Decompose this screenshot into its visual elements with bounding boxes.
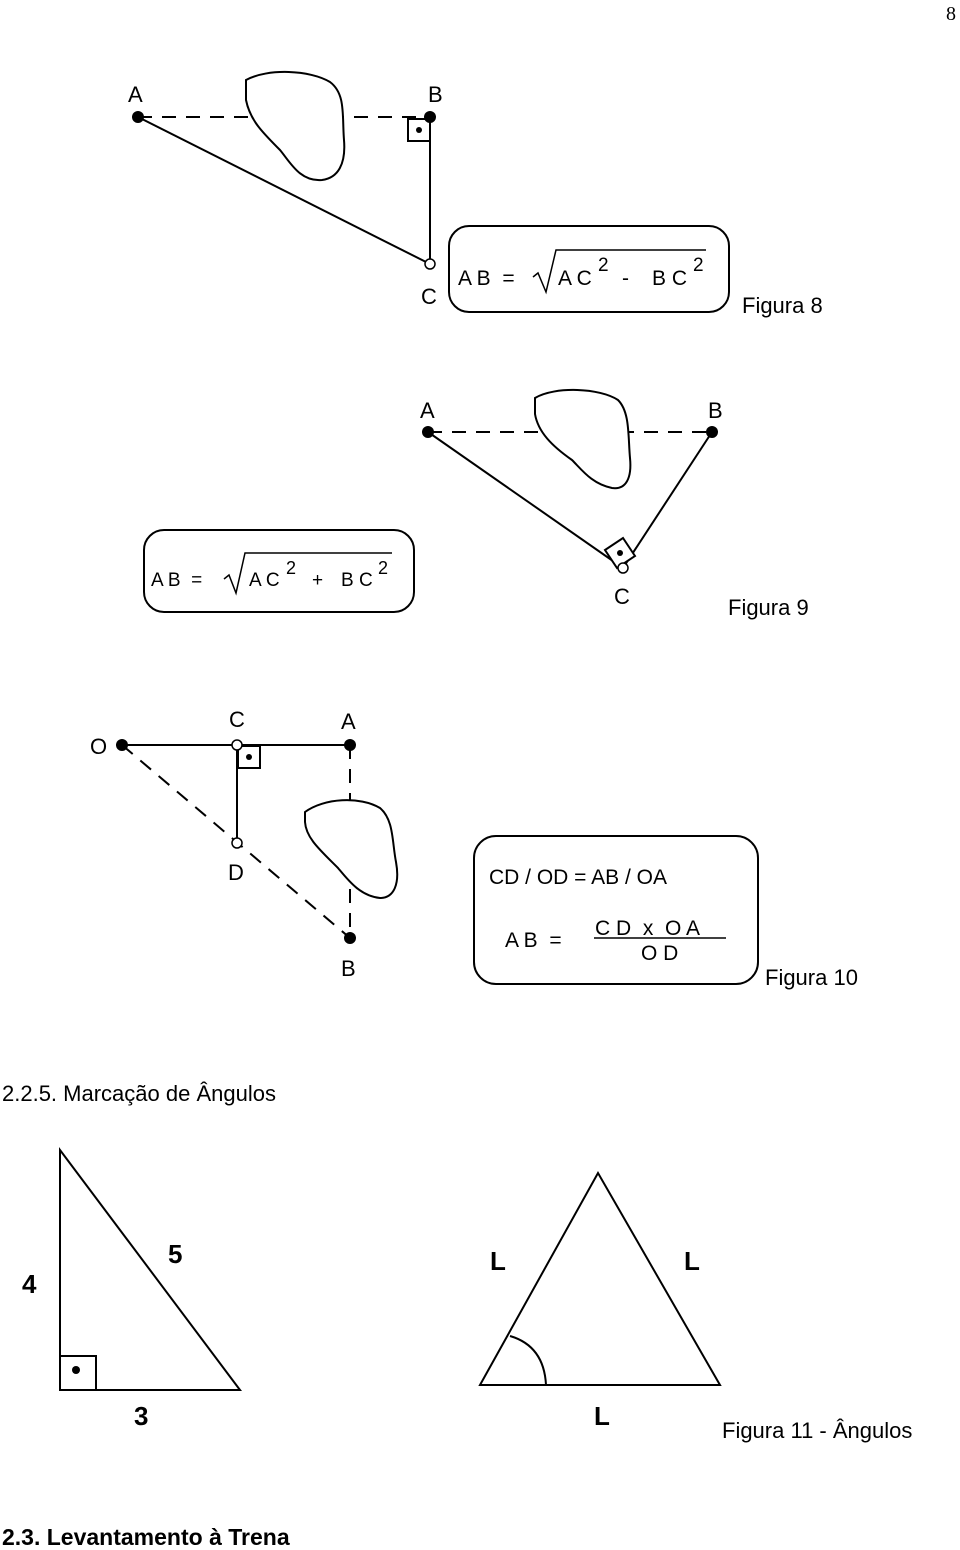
fig10-point-a [344, 739, 356, 751]
fig11-side-right: L [684, 1246, 700, 1276]
fig8-point-a [132, 111, 144, 123]
fig10-ratio: CD / OD = AB / OA [489, 866, 667, 889]
page-number: 8 [946, 3, 956, 25]
fig9-label-b: B [708, 398, 723, 423]
fig9-obstacle [534, 389, 632, 490]
fig8-label-c: C [421, 284, 437, 309]
fig11-side-hypotenuse: 5 [168, 1239, 182, 1269]
fig10-label-c: C [229, 707, 245, 732]
fig9-line-ac [427, 431, 624, 569]
fig9-radical-sign [223, 552, 392, 596]
fig10-formula-denominator: O D [641, 942, 678, 965]
fig9-point-b [706, 426, 718, 438]
fig8-formula-op: - [622, 267, 629, 290]
fig8-label-a: A [128, 82, 143, 107]
fig9-line-bc [622, 431, 713, 569]
fig8-formula-exp1: 2 [598, 255, 609, 276]
fig8-formula-exp2: 2 [693, 255, 704, 276]
fig8-line-ac [137, 116, 431, 265]
fig9-caption: Figura 9 [728, 595, 809, 620]
fig8-label-b: B [428, 82, 443, 107]
fig9-formula-box [143, 529, 415, 613]
fig8-formula-box [448, 225, 730, 313]
fig11-right-triangle [59, 1147, 242, 1391]
fig10-obstacle [304, 799, 399, 900]
fig9-formula-term2: B C [341, 570, 373, 591]
fig9-formula-lhs: A B = [151, 570, 202, 591]
figure-8: A B C A B = A C 2 - B C 2 Figura 8 [128, 71, 823, 318]
fig10-point-b [344, 932, 356, 944]
fig10-label-a: A [341, 709, 356, 734]
fig11-caption: Figura 11 - Ângulos [722, 1418, 912, 1443]
fig9-formula-term1: A C [249, 570, 280, 591]
figure-9: A B C A B = A C 2 + B C 2 Figura 9 [143, 389, 809, 620]
fig8-obstacle [245, 71, 346, 182]
fig8-formula-term1: A C [558, 267, 592, 290]
fig8-point-b [424, 111, 436, 123]
fig11-angle-arc [509, 1335, 547, 1386]
fig10-point-d [231, 837, 243, 849]
fig10-formula-lhs: A B = [505, 929, 562, 952]
fig11-side-left: L [490, 1246, 506, 1276]
fig11-side-base-eq: L [594, 1401, 610, 1431]
fig10-caption: Figura 10 [765, 965, 858, 990]
fig11-equilateral-triangle [478, 1170, 722, 1386]
fig11-side-vertical: 4 [22, 1269, 37, 1299]
fig8-radical-sign [532, 249, 706, 295]
fig9-right-angle-dot [617, 550, 623, 556]
fig10-label-d: D [228, 860, 244, 885]
fig10-formula-numerator: C D x O A [595, 917, 700, 940]
fig8-caption: Figura 8 [742, 293, 823, 318]
fig9-formula-exp1: 2 [286, 558, 296, 578]
fig8-formula-term2: B C [652, 267, 687, 290]
figure-10: O C A D B CD / OD = AB / OA A B = C D x … [90, 707, 858, 990]
fig10-label-b: B [341, 956, 356, 981]
fig8-formula-lhs: A B = [458, 267, 515, 290]
section-heading-225: 2.2.5. Marcação de Ângulos [2, 1081, 276, 1106]
fig10-right-angle-dot [246, 754, 252, 760]
fig8-right-angle-dot [416, 127, 422, 133]
fig10-label-o: O [90, 734, 107, 759]
fig9-label-c: C [614, 584, 630, 609]
section-heading-23: 2.3. Levantamento à Trena [2, 1524, 290, 1550]
fig9-label-a: A [420, 398, 435, 423]
fig9-formula-op: + [312, 570, 323, 591]
fig10-point-c [231, 739, 243, 751]
fig8-point-c [424, 258, 436, 270]
fig10-point-o [116, 739, 128, 751]
fig10-formula-box [473, 835, 759, 985]
fig9-point-c [617, 562, 629, 574]
fig9-formula-exp2: 2 [378, 558, 388, 578]
fig11-right-angle-dot [72, 1366, 80, 1374]
fig9-point-a [422, 426, 434, 438]
fig11-side-base: 3 [134, 1401, 148, 1431]
figure-11: 4 5 3 L L L Figura 11 - Ângulos [22, 1147, 912, 1443]
